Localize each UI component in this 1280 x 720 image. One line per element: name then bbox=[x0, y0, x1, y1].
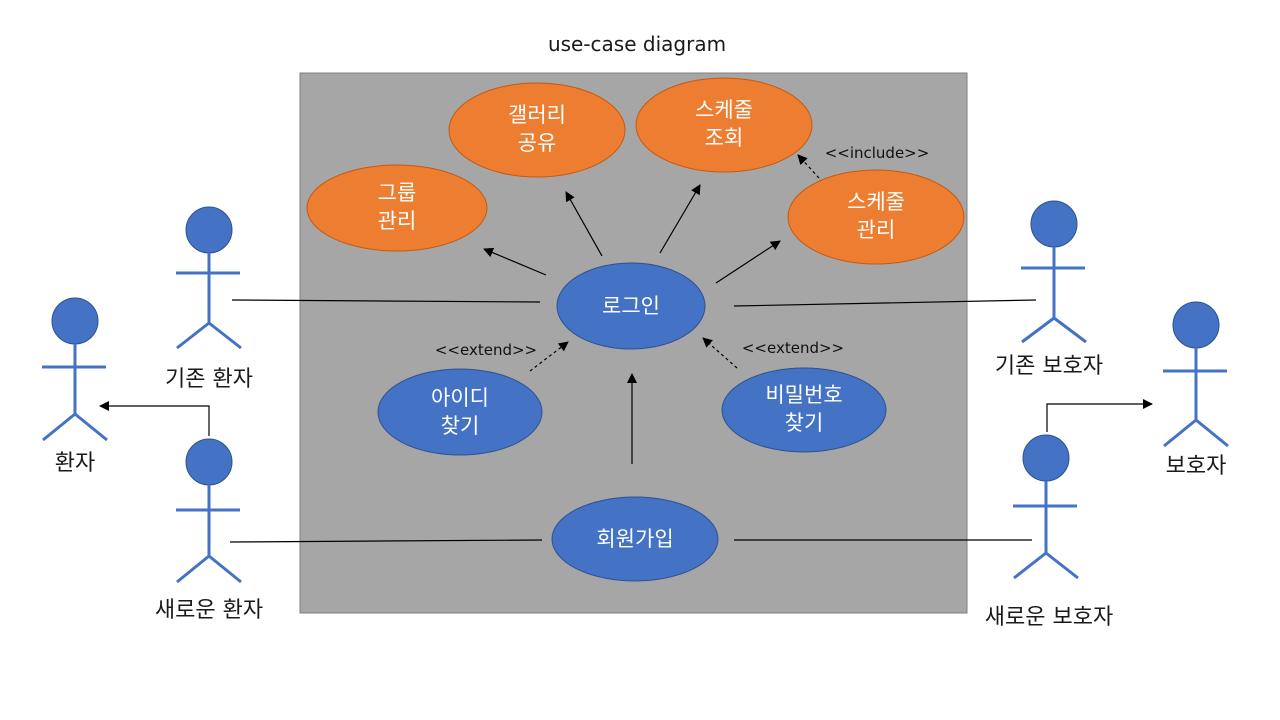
guardian-label: 보호자 bbox=[1166, 454, 1227, 479]
find-pw-line1: 비밀번호 bbox=[765, 383, 842, 407]
include-arrow bbox=[797, 154, 820, 179]
actor-patient[interactable]: 환자 bbox=[42, 297, 108, 476]
actor-new-patient[interactable]: 새로운 환자 bbox=[155, 438, 263, 623]
existing-patient-login-line bbox=[231, 299, 541, 303]
actor-guardian[interactable]: 보호자 bbox=[1163, 301, 1229, 479]
gallery-line2: 공유 bbox=[518, 131, 557, 155]
schedule-view-line2: 조회 bbox=[705, 126, 744, 150]
patient-label: 환자 bbox=[55, 451, 95, 476]
use-case-signup[interactable]: 회원가입 bbox=[551, 496, 719, 582]
use-case-login[interactable]: 로그인 bbox=[556, 262, 706, 350]
use-case-group-manage[interactable]: 그룹 관리 bbox=[306, 164, 488, 252]
find-id-line1: 아이디 bbox=[431, 386, 489, 410]
guardian-generalization-arrow bbox=[1046, 399, 1153, 432]
diagram-title: use-case diagram bbox=[548, 32, 726, 56]
login-to-group-arrow bbox=[483, 247, 547, 276]
patient-generalization-arrow bbox=[99, 401, 210, 436]
existing-guardian-label: 기존 보호자 bbox=[995, 354, 1103, 379]
login-to-gallery-arrow bbox=[565, 191, 603, 257]
login-to-schedule-view-arrow bbox=[659, 184, 701, 254]
extend-label-right: <<extend>> bbox=[742, 339, 844, 357]
group-line1: 그룹 bbox=[378, 181, 417, 205]
new-patient-label: 새로운 환자 bbox=[155, 598, 263, 623]
find-id-line2: 찾기 bbox=[441, 414, 480, 438]
actor-existing-guardian[interactable]: 기존 보호자 bbox=[995, 200, 1103, 379]
use-case-schedule-view[interactable]: 스케줄 조회 bbox=[635, 77, 813, 173]
schedule-manage-line2: 관리 bbox=[857, 218, 896, 242]
existing-patient-label: 기존 환자 bbox=[165, 367, 253, 392]
login-to-schedule-manage-arrow bbox=[715, 240, 781, 284]
use-case-schedule-manage[interactable]: 스케줄 관리 bbox=[787, 169, 965, 265]
find-pw-line2: 찾기 bbox=[785, 411, 824, 435]
new-patient-signup-line bbox=[229, 539, 543, 543]
existing-guardian-login-line bbox=[733, 299, 1037, 307]
schedule-view-line1: 스케줄 bbox=[695, 98, 753, 122]
use-case-find-id[interactable]: 아이디 찾기 bbox=[377, 368, 543, 456]
actor-existing-patient[interactable]: 기존 환자 bbox=[165, 206, 253, 392]
new-guardian-label: 새로운 보호자 bbox=[985, 605, 1113, 630]
include-label: <<include>> bbox=[825, 144, 930, 162]
login-label: 로그인 bbox=[602, 294, 660, 318]
find-pw-extend-arrow bbox=[702, 337, 738, 369]
gallery-line1: 갤러리 bbox=[508, 103, 566, 127]
use-case-find-password[interactable]: 비밀번호 찾기 bbox=[721, 367, 887, 453]
connectors bbox=[99, 154, 1153, 543]
group-line2: 관리 bbox=[378, 209, 417, 233]
schedule-manage-line1: 스케줄 bbox=[847, 190, 905, 214]
find-id-extend-arrow bbox=[529, 341, 569, 372]
actor-new-guardian[interactable]: 새로운 보호자 bbox=[985, 434, 1113, 630]
signup-label: 회원가입 bbox=[596, 527, 673, 551]
extend-label-left: <<extend>> bbox=[435, 341, 537, 359]
use-case-gallery-share[interactable]: 갤러리 공유 bbox=[448, 82, 626, 178]
